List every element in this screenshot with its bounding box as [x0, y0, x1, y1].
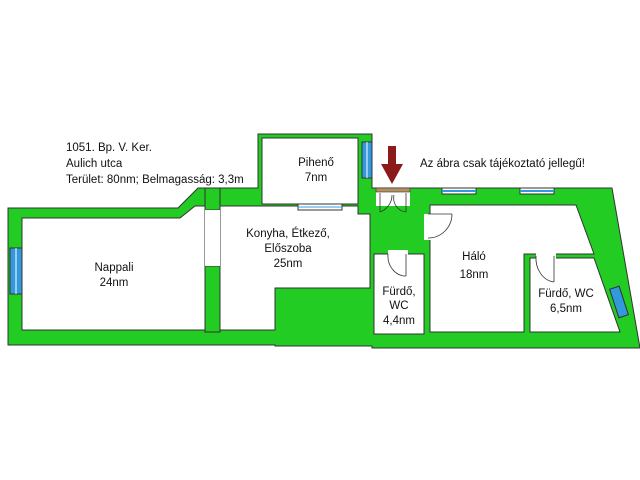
- label-pihenő-area: 7nm: [305, 172, 327, 184]
- label-furdo2-name: Fürdő, WC: [538, 288, 594, 300]
- wall-stub-nappali-bottom: [204, 265, 221, 333]
- wall-stub-nappali-top: [204, 187, 221, 211]
- label-halo-name: Háló: [462, 251, 486, 263]
- label-furdo2-area: 6,5nm: [550, 303, 582, 315]
- property-info: 1051. Bp. V. Ker. Aulich utca Terület: 8…: [66, 140, 244, 188]
- label-konyha-line2: Előszoba: [264, 243, 312, 255]
- door-halo: [424, 213, 453, 240]
- wall-separator: [205, 210, 220, 266]
- property-street: Aulich utca: [66, 158, 123, 170]
- label-nappali-name: Nappali: [95, 262, 134, 274]
- label-furdo1-area: 4,4nm: [383, 315, 415, 327]
- door-furdo1: [387, 250, 408, 277]
- label-konyha-line1: Konyha, Étkező,: [246, 227, 330, 240]
- window-pihenő: [361, 141, 373, 179]
- entrance-arrow-icon: [381, 146, 403, 184]
- room-pihenő: [261, 137, 359, 205]
- label-konyha-area: 25nm: [274, 258, 303, 270]
- room-furdo2: [529, 257, 621, 333]
- label-halo-area: 18nm: [460, 269, 489, 281]
- window-halo-2: [519, 187, 555, 195]
- window-nappali: [9, 247, 23, 295]
- entrance-door: [379, 193, 407, 213]
- window-furdo2: [608, 285, 630, 319]
- room-konyha: [219, 205, 371, 331]
- disclaimer-note: Az ábra csak tájékoztató jellegű!: [420, 158, 585, 170]
- property-details: Terület: 80nm; Belmagasság: 3,3m: [66, 174, 244, 186]
- label-furdo1-line2: WC: [389, 300, 408, 312]
- property-address: 1051. Bp. V. Ker.: [66, 142, 152, 154]
- entrance-opening: [376, 188, 410, 206]
- label-pihenő-name: Pihenő: [298, 157, 334, 169]
- label-furdo1-line1: Fürdő,: [382, 286, 415, 298]
- door-furdo2: [535, 252, 556, 283]
- room-halo: [429, 204, 595, 333]
- entrance-threshold: [375, 187, 411, 193]
- label-nappali-area: 24nm: [100, 277, 129, 289]
- window-pihenő-bottom: [297, 203, 343, 211]
- window-halo-1: [441, 187, 477, 195]
